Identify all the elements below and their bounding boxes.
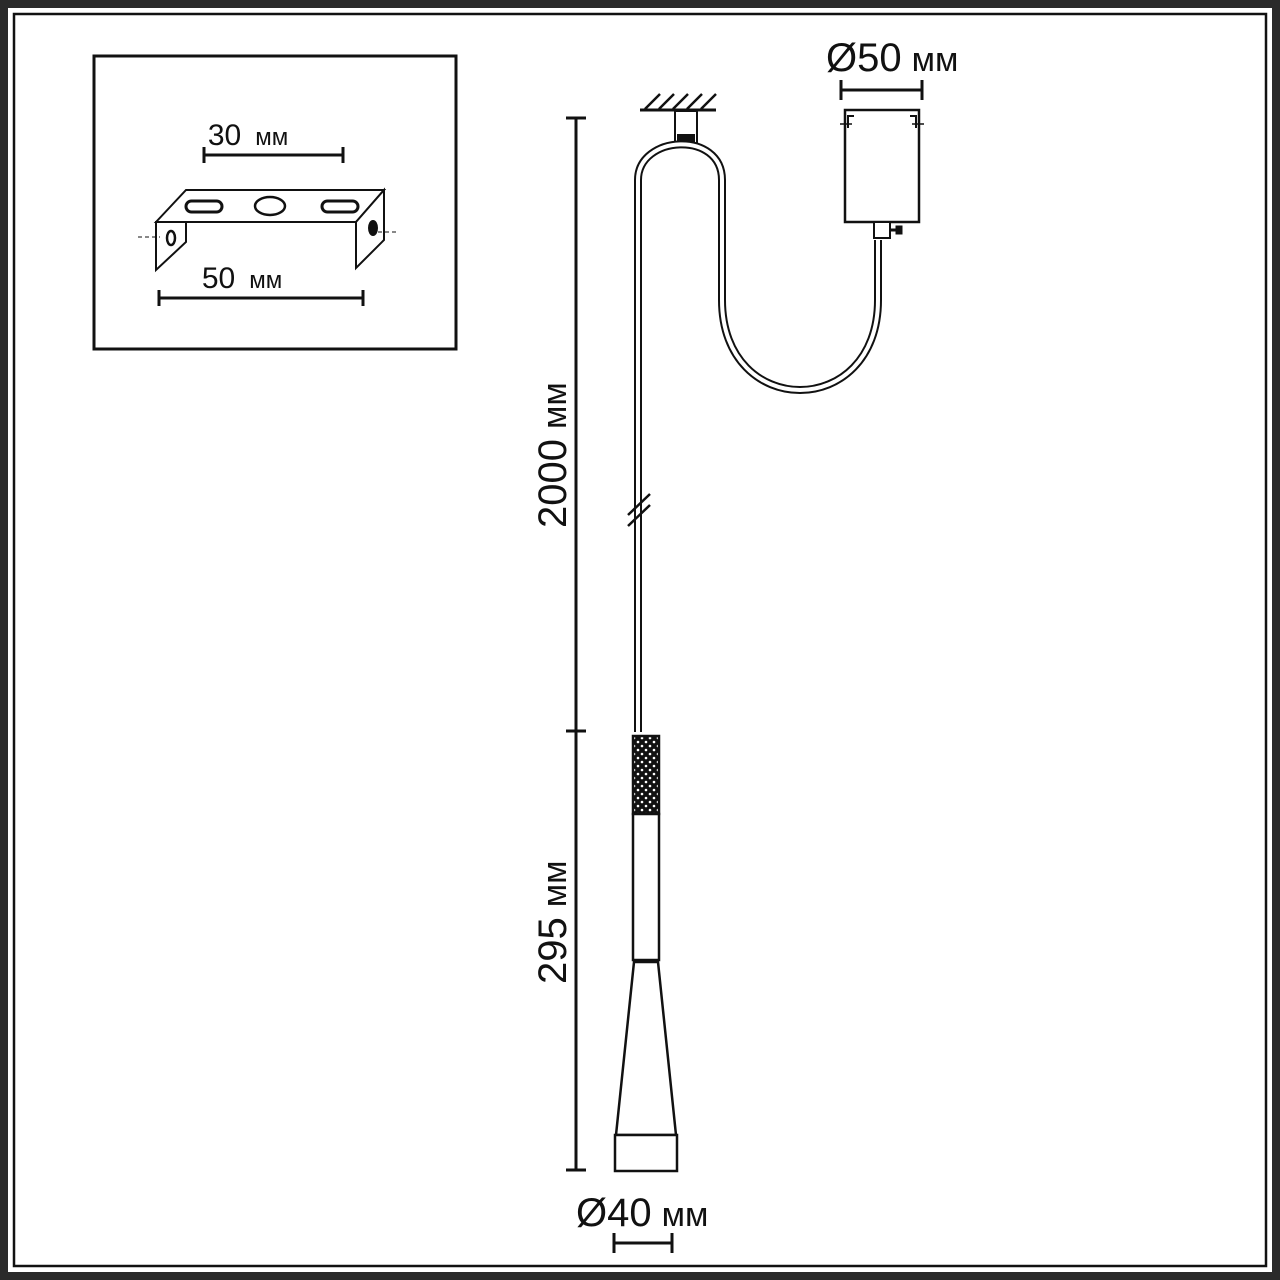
bracket-outer-dimension-unit: мм	[249, 267, 282, 294]
mounting-bracket	[138, 187, 398, 273]
lamp-height-unit: мм	[536, 861, 574, 908]
canopy-dimension-line	[839, 80, 924, 100]
lamp-diameter-value: Ø40	[576, 1191, 652, 1235]
lamp-diameter-unit: мм	[662, 1196, 709, 1234]
canopy-diameter-value: Ø50	[826, 36, 902, 80]
cable-length-value: 2000	[531, 439, 575, 528]
lamp-body	[613, 734, 679, 1173]
canopy-diameter-unit: мм	[912, 41, 959, 79]
ceiling-mount	[640, 93, 717, 146]
bracket-inner-dimension-value: 30	[208, 119, 241, 152]
lamp-height-value: 295	[531, 917, 575, 984]
svg-text:295мм: 295 мм	[531, 861, 575, 985]
cable-length-unit: мм	[536, 382, 574, 429]
bracket-outer-dimension-value: 50	[202, 262, 235, 295]
bracket-detail-panel: 30 мм	[92, 54, 458, 351]
vertical-dimension-line	[566, 116, 586, 1172]
bracket-inner-dimension-unit: мм	[255, 124, 288, 151]
suspension-cable	[627, 140, 882, 732]
bracket-inner-dimension-line	[202, 147, 345, 163]
driver-canopy-box	[840, 108, 924, 239]
lamp-diameter-dimension-line	[612, 1233, 674, 1253]
svg-text:2000мм: 2000 мм	[531, 382, 575, 528]
bracket-outer-dimension-line	[157, 290, 365, 306]
